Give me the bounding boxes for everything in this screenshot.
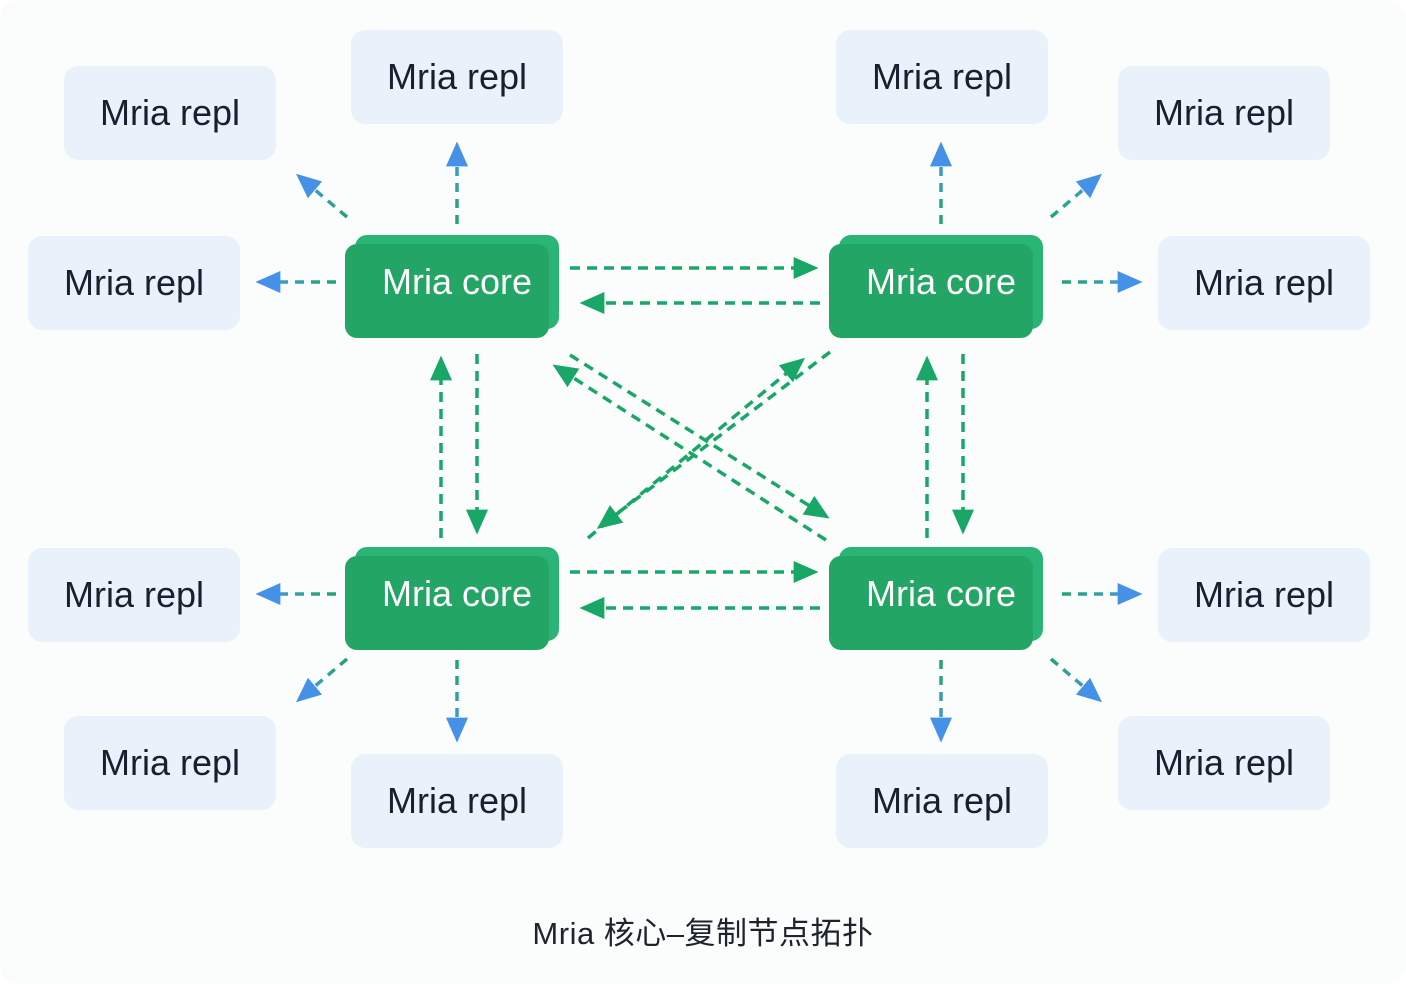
repl-node-bottom-mid-left: Mria repl (351, 754, 563, 848)
repl-node-label: Mria repl (99, 92, 241, 133)
edge-coreBR-to-coreTL (552, 364, 827, 542)
repl-node-top-left: Mria repl (64, 66, 276, 160)
core-node-label: Mria core (865, 573, 1017, 614)
repl-node-lower-mid-right: Mria repl (1158, 548, 1370, 642)
repl-node-label: Mria repl (871, 780, 1013, 821)
core-node-label: Mria core (381, 261, 533, 302)
edge-coreBL-to-replBottomLeft (295, 657, 349, 703)
repl-node-label: Mria repl (63, 262, 205, 303)
core-node-label: Mria core (381, 573, 533, 614)
repl-node-bottom-left: Mria repl (64, 716, 276, 810)
edge-coreTR-to-replTopRight (1049, 173, 1103, 219)
repl-node-lower-mid-left: Mria repl (28, 548, 240, 642)
repl-node-top-mid-left: Mria repl (351, 30, 563, 124)
core-node-bottom-right: Mria core (829, 547, 1043, 650)
edge-coreBR-to-replBottomRight (1049, 657, 1103, 703)
repl-node-label: Mria repl (1153, 742, 1295, 783)
repl-node-top-mid-right: Mria repl (836, 30, 1048, 124)
repl-node-label: Mria repl (386, 780, 528, 821)
edge-coreTL-to-coreBR (569, 353, 830, 519)
repl-node-top-right: Mria repl (1118, 66, 1330, 160)
repl-node-label: Mria repl (1193, 262, 1335, 303)
diagram-caption: Mria 核心–复制节点拓扑 (532, 916, 874, 951)
repl-node-label: Mria repl (99, 742, 241, 783)
repl-node-bottom-mid-right: Mria repl (836, 754, 1048, 848)
core-node-top-left: Mria core (345, 235, 559, 338)
repl-node-mid-left: Mria repl (28, 236, 240, 330)
edge-coreTR-to-coreBL (596, 350, 832, 529)
repl-node-label: Mria repl (1193, 574, 1335, 615)
repl-node-bottom-right: Mria repl (1118, 716, 1330, 810)
repl-node-label: Mria repl (1153, 92, 1295, 133)
edge-coreTL-to-replTopLeft (295, 173, 349, 219)
core-node-top-right: Mria core (829, 235, 1043, 338)
repl-node-label: Mria repl (63, 574, 205, 615)
core-node-bottom-left: Mria core (345, 547, 559, 650)
edge-coreBL-to-coreTR (586, 357, 806, 540)
core-node-label: Mria core (865, 261, 1017, 302)
repl-node-label: Mria repl (871, 56, 1013, 97)
repl-node-mid-right: Mria repl (1158, 236, 1370, 330)
repl-node-label: Mria repl (386, 56, 528, 97)
